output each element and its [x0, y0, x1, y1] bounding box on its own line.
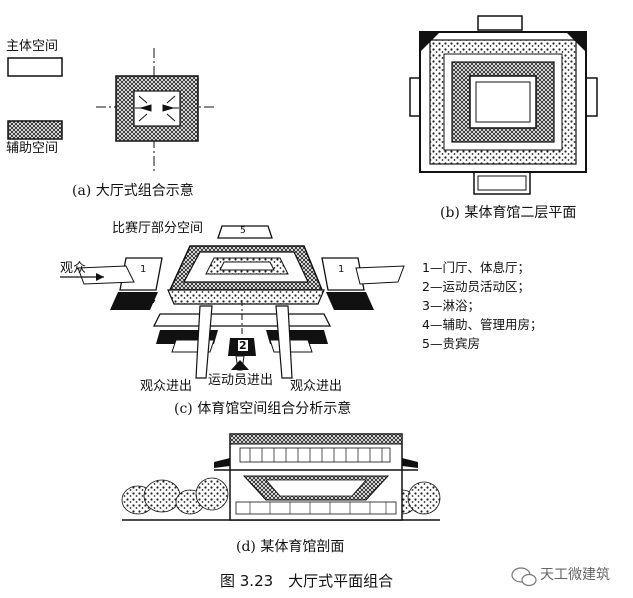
panel-b-caption: (b) 某体育馆二层平面 [440, 205, 577, 221]
label-4-left: 4 [148, 293, 156, 306]
legend-aux-label: 辅助空间 [6, 141, 59, 156]
legend-aux-swatch [7, 120, 63, 140]
label-2: 2 [238, 339, 248, 352]
watermark-text: 天工微建筑 [540, 567, 610, 583]
label-1-right: 1 [338, 264, 345, 275]
legend-item: 2—运动员活动区； [422, 279, 530, 294]
panel-a-caption: (a) 大厅式组合示意 [72, 183, 194, 199]
entry-athletes: 运动员进出 [208, 373, 274, 388]
legend-item: 1—门厅、体息厅； [422, 260, 530, 275]
panel-a-diagram [7, 48, 214, 172]
panel-c-caption: (c) 体育馆空间组合分析示意 [174, 401, 352, 417]
label-1-left: 1 [140, 264, 147, 275]
entry-audience-left: 观众进出 [140, 379, 193, 394]
entry-audience-right: 观众进出 [290, 379, 343, 394]
panel-b-plan [409, 15, 598, 195]
legend-main-swatch [7, 57, 63, 77]
figure-caption: 图 3.23 大厅式平面组合 [220, 572, 394, 590]
legend-item: 5—贵宾房 [422, 336, 480, 351]
panel-c-legend: 1—门厅、体息厅； 2—运动员活动区； 3—淋浴； 4—辅助、管理用房； 5—贵… [422, 260, 543, 357]
panel-c-diagram [60, 225, 405, 379]
legend-item: 4—辅助、管理用房； [422, 317, 543, 332]
audience-left-label: 观众 [60, 261, 87, 276]
wechat-icon [511, 567, 537, 587]
label-4-right: 4 [336, 293, 344, 306]
panel-c-title: 比赛厅部分空间 [112, 221, 204, 236]
panel-d-section [121, 433, 441, 521]
panel-d-caption: (d) 某体育馆剖面 [236, 539, 345, 555]
label-3-right: 3 [292, 329, 299, 340]
legend-main-label: 主体空间 [6, 39, 59, 54]
label-5: 5 [240, 226, 246, 236]
label-3-left: 3 [182, 329, 189, 340]
legend-item: 3—淋浴； [422, 298, 480, 313]
